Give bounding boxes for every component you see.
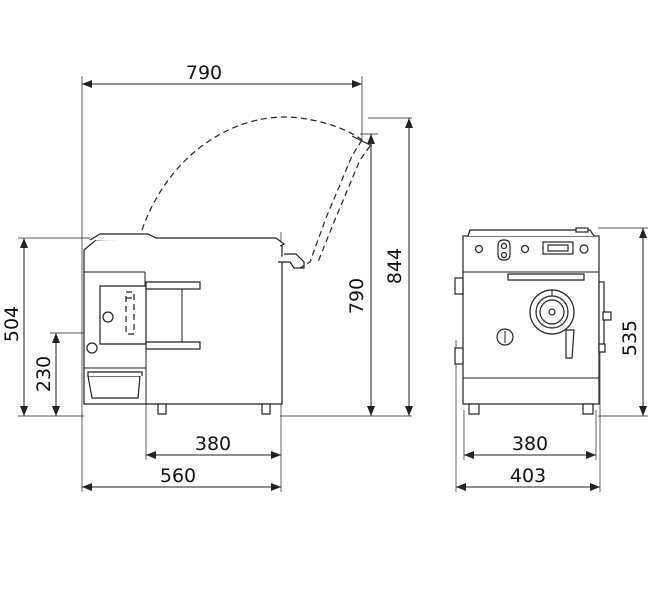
front-indicator [520, 244, 530, 254]
side-hidden-part [125, 291, 135, 335]
side-chute-lower [145, 341, 201, 350]
front-button-left [474, 244, 484, 254]
side-machine-body [83, 233, 305, 415]
dim-front-width: 403 [510, 465, 546, 487]
front-foot-left [468, 403, 480, 415]
side-knob-upper [102, 311, 114, 323]
front-dimension-lines [456, 228, 647, 491]
dim-foot-spacing-front: 380 [512, 433, 548, 455]
side-chute-upper [145, 281, 201, 290]
side-knob-lower [86, 342, 98, 354]
lid-open-outline [299, 139, 363, 269]
front-view: 535 380 403 [454, 227, 648, 492]
side-foot-rear [261, 403, 271, 415]
side-hinge [278, 253, 305, 269]
front-foot-right [582, 403, 594, 415]
front-grinder-head [529, 289, 575, 359]
side-lid [89, 233, 286, 247]
dim-foot-spacing-side: 380 [195, 433, 231, 455]
dim-front-height: 535 [619, 320, 641, 356]
side-foot-front [157, 403, 167, 415]
front-hopper [507, 273, 585, 281]
side-tray [87, 375, 141, 399]
side-dimension-lines [20, 80, 413, 491]
lid-swing-arc [141, 116, 363, 231]
dim-body-height: 504 [1, 306, 23, 342]
dim-total-height: 844 [384, 248, 406, 284]
front-handle-left-lower [454, 347, 464, 365]
front-handle-left-upper [454, 277, 464, 295]
dim-lower-height: 230 [33, 356, 55, 392]
dim-open-height: 790 [346, 278, 368, 314]
front-button-right [579, 244, 589, 254]
front-lid [467, 229, 595, 237]
dim-overall-length: 790 [186, 62, 222, 84]
side-view: 790 790 844 504 230 380 560 [1, 62, 413, 492]
dim-base-length: 560 [160, 465, 196, 487]
front-machine-body [454, 227, 612, 415]
